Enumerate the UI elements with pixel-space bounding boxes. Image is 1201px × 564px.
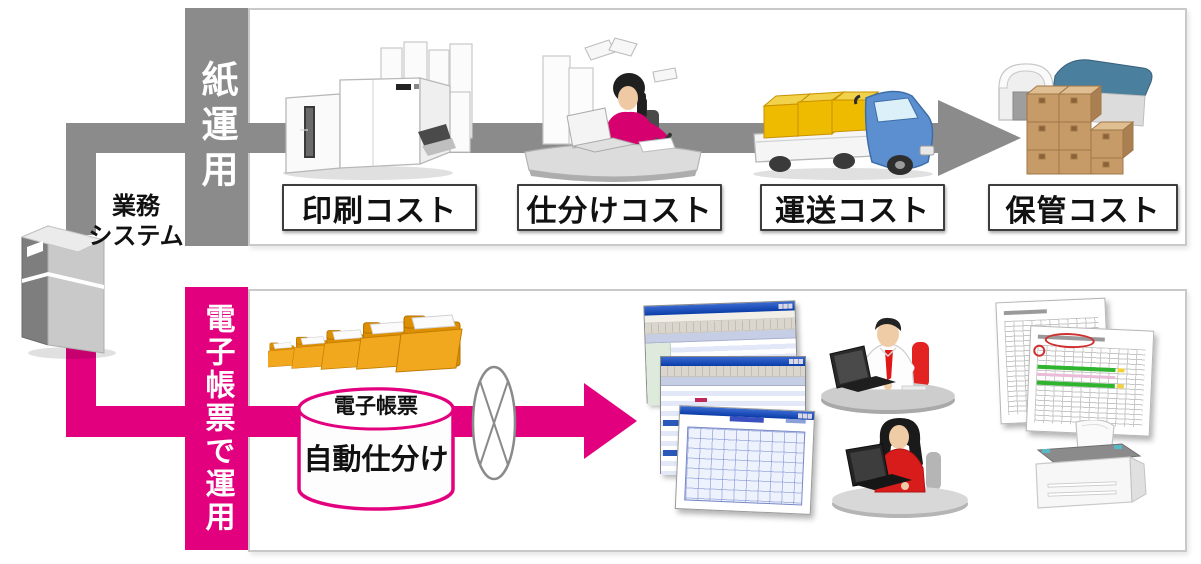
highlight-cell	[695, 398, 707, 402]
cost-label-storage: 保管コスト	[988, 184, 1178, 231]
truck-cab	[854, 90, 935, 175]
operator-laptop	[829, 345, 927, 392]
male-operator-icon	[821, 317, 955, 414]
form-window-front	[674, 405, 816, 515]
filter-valve-icon	[471, 365, 517, 481]
window-titlebar	[661, 357, 805, 366]
yellow-highlight-cell	[1116, 384, 1124, 389]
operator-laptop	[845, 443, 912, 490]
form-meta-bar	[785, 418, 806, 424]
paper-flow-band-label: 紙運用	[196, 59, 237, 195]
form-grid	[684, 426, 806, 506]
paper-flow-band: 紙運用	[185, 8, 248, 246]
yellow-highlight-cell	[1117, 368, 1125, 373]
database-cylinder-icon: 電子帳票 自動仕分け	[295, 383, 457, 515]
cost-label-sorting: 仕分けコスト	[517, 184, 722, 231]
business-system-label: 業務 システム	[78, 192, 194, 252]
printer-machine	[283, 77, 456, 180]
printer-body	[1035, 443, 1147, 509]
operator-chair	[926, 452, 941, 490]
production-printer-icon	[283, 41, 473, 180]
sorting-desk	[524, 107, 702, 182]
form-title-bar	[729, 416, 764, 423]
cost-label-transport: 運送コスト	[760, 184, 945, 231]
server-tower-icon	[20, 225, 116, 359]
cylinder-shape	[297, 387, 455, 511]
operator-chair	[912, 342, 929, 388]
digital-flow-band: 電子帳票で運用	[185, 287, 248, 550]
sorting-worker-icon	[524, 37, 702, 182]
operator-desk	[832, 486, 968, 518]
server-body	[20, 225, 106, 354]
cylinder-body-label: 自動仕分け	[303, 444, 449, 476]
folders-icon	[268, 314, 463, 373]
truck-wheels	[769, 153, 855, 172]
warehouse-boxes-icon	[998, 59, 1153, 175]
business-system-label-line2: システム	[88, 223, 184, 250]
laser-printer-icon	[1035, 420, 1147, 509]
report-header-bar	[1003, 309, 1048, 316]
cost-label-print: 印刷コスト	[282, 184, 477, 231]
digital-flow-band-label: 電子帳票で運用	[200, 303, 234, 534]
delivery-truck-icon	[753, 90, 935, 180]
window-toolbar	[661, 366, 805, 377]
folder-group	[268, 314, 463, 373]
window-table-header	[661, 377, 805, 386]
female-operator-icon	[832, 418, 968, 518]
stacked-cartons	[1025, 84, 1135, 175]
business-system-label-line1: 業務	[112, 193, 160, 220]
flying-papers	[584, 37, 678, 83]
cylinder-top-label: 電子帳票	[334, 395, 418, 418]
